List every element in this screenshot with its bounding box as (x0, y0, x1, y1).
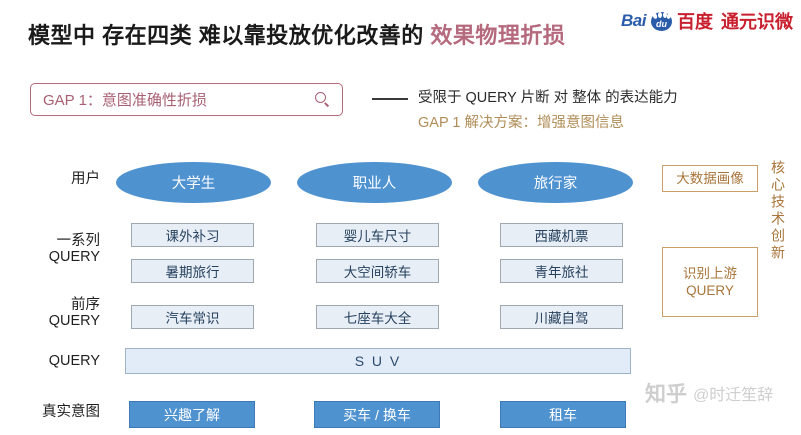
persona-label-2: 职业人 (352, 176, 397, 192)
gap-description-line1: 受限于 QUERY 片断 对 整体 的表达能力 (418, 90, 678, 106)
gap-search-text: GAP 1：意图准确性折损 (43, 92, 207, 109)
upstream-query-box[interactable]: 识别上游 QUERY (662, 247, 758, 317)
query-bar-suv[interactable]: S U V (125, 348, 631, 374)
row-label-prev-query: 前序 QUERY (0, 297, 112, 329)
persona-ellipse-3[interactable]: 旅行家 (478, 162, 633, 203)
gap-solution-line: GAP 1 解决方案：增强意图信息 (418, 115, 624, 131)
row-label-true-intent: 真实意图 (42, 404, 100, 420)
row-label-series-query-line2: QUERY (48, 249, 100, 265)
upstream-query-line1: 识别上游 (683, 266, 737, 281)
row-label-user: 用户 (71, 171, 100, 187)
watermark-site: 知乎 (645, 383, 687, 406)
query-box[interactable]: 课外补习 (131, 223, 254, 247)
persona-label-1: 大学生 (171, 176, 216, 192)
baidu-du-text: du (656, 18, 667, 29)
query-box[interactable]: 七座车大全 (316, 305, 439, 329)
page-title: 模型中 存在四类 难以靠投放优化改善的 效果物理折损 (28, 18, 565, 50)
intent-box-2[interactable]: 买车 / 换车 (314, 401, 440, 428)
row-label-prev-query-line2: QUERY (48, 313, 100, 329)
intent-box-3[interactable]: 租车 (500, 401, 626, 428)
page-title-accent: 效果物理折损 (430, 23, 566, 48)
row-label-prev-query-line1: 前序 (71, 297, 100, 313)
row-label-series-query: 一系列 QUERY (0, 233, 112, 265)
query-box[interactable]: 大空间轿车 (316, 259, 439, 283)
query-box[interactable]: 婴儿车尺寸 (316, 223, 439, 247)
baidu-bai-text: Bai (621, 11, 646, 30)
gap-search-box[interactable]: GAP 1：意图准确性折损 (30, 83, 343, 116)
core-tech-innovation-label: 核心技术创新 (770, 160, 786, 262)
persona-label-3: 旅行家 (533, 176, 578, 192)
persona-ellipse-2[interactable]: 职业人 (297, 162, 452, 203)
row-label-series-query-line1: 一系列 (56, 233, 101, 249)
query-box[interactable]: 青年旅社 (500, 259, 623, 283)
brand-logo: Bai du 百度 通元识微 (621, 8, 793, 34)
watermark-handle: @时迁笙辞 (693, 387, 774, 404)
query-box[interactable]: 汽车常识 (131, 305, 254, 329)
product-name-text: 通元识微 (721, 12, 793, 32)
query-box[interactable]: 西藏机票 (500, 223, 623, 247)
search-icon[interactable] (315, 92, 330, 107)
page-title-main: 模型中 存在四类 难以靠投放优化改善的 (28, 23, 424, 48)
row-label-column: 用户 一系列 QUERY 前序 QUERY QUERY 真实意图 (0, 0, 112, 435)
big-data-portrait-box[interactable]: 大数据画像 (662, 165, 758, 192)
watermark: 知乎 @时迁笙辞 (645, 378, 773, 408)
intent-box-1[interactable]: 兴趣了解 (129, 401, 255, 428)
divider-dash (372, 98, 408, 100)
baidu-paw-icon: du (651, 11, 672, 31)
persona-ellipse-1[interactable]: 大学生 (116, 162, 271, 203)
baidu-chinese-text: 百度 (677, 12, 713, 32)
query-box[interactable]: 川藏自驾 (500, 305, 623, 329)
query-box[interactable]: 暑期旅行 (131, 259, 254, 283)
row-label-query: QUERY (48, 353, 100, 369)
upstream-query-line2: QUERY (686, 283, 734, 298)
